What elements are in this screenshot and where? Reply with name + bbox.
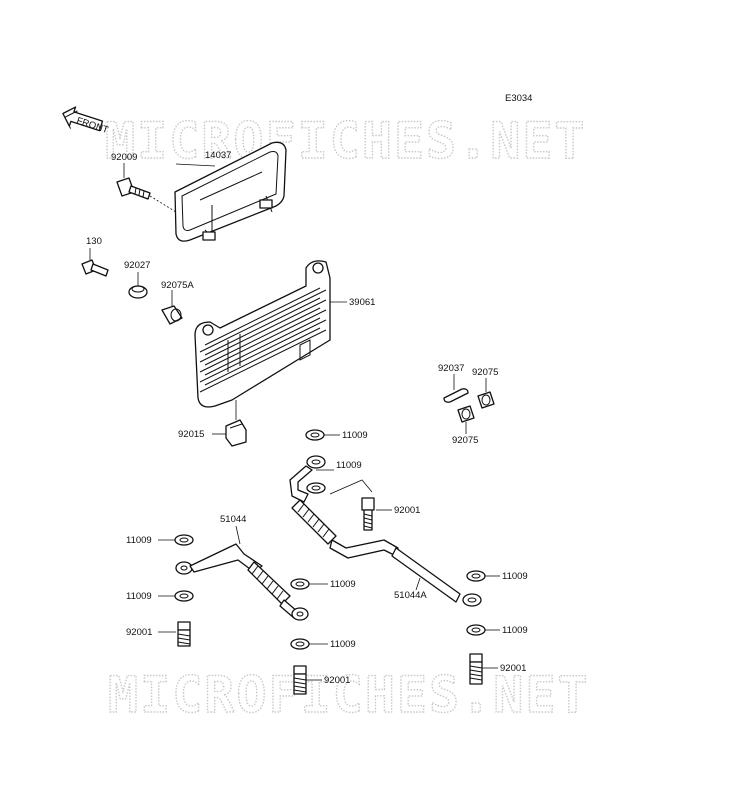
label-hose-right: 51044A	[394, 590, 427, 601]
label-cover: 14037	[205, 150, 231, 161]
label-grommet-right: 92075	[472, 367, 498, 378]
label-bolt-top: 92009	[111, 152, 137, 163]
washer-2	[306, 482, 326, 494]
bolt-92001-right	[469, 653, 483, 685]
label-bolt-r1: 92001	[394, 505, 420, 516]
label-grommet-lower: 92075	[452, 435, 478, 446]
watermark-top: MICROFICHES.NET	[105, 112, 587, 170]
washer-5	[290, 578, 310, 590]
label-bolt-r2: 92001	[500, 663, 526, 674]
grommet-92075-right	[477, 391, 495, 409]
oil-cooler-part	[194, 260, 331, 408]
leader-hose-left	[235, 525, 241, 545]
label-bolt-c: 92001	[324, 675, 350, 686]
label-washer-2: 11009	[336, 460, 362, 471]
label-bolt-l: 92001	[126, 627, 152, 638]
label-collar: 92027	[124, 260, 150, 271]
washer-3	[174, 534, 194, 546]
label-washer-1: 11009	[342, 430, 368, 441]
label-hose-left: 51044	[220, 514, 246, 525]
front-arrow-icon	[62, 106, 104, 132]
diagram-code: E3034	[505, 93, 532, 104]
bolt-92001-center	[293, 665, 307, 695]
label-grommet-a: 92075A	[161, 280, 194, 291]
washer-7	[466, 570, 486, 582]
label-washer-5: 11009	[330, 579, 356, 590]
bolt-92001-left	[177, 621, 191, 647]
leader-bolt-r1-group	[329, 479, 373, 495]
bolt-130	[81, 259, 109, 277]
label-washer-3: 11009	[126, 535, 152, 546]
washer-8	[466, 624, 486, 636]
collar-part	[128, 285, 148, 299]
grommet-92075a	[161, 305, 183, 325]
label-oil-cooler: 39061	[349, 297, 375, 308]
label-washer-8: 11009	[502, 625, 528, 636]
label-clip: 92037	[438, 363, 464, 374]
clip-part	[443, 388, 469, 403]
leader-hose-right	[415, 577, 421, 591]
cover-part	[174, 141, 287, 242]
label-washer-4: 11009	[126, 591, 152, 602]
leader-bolt-top-dash	[149, 195, 177, 213]
label-clamp: 92015	[178, 429, 204, 440]
washer-6	[290, 638, 310, 650]
watermark-bottom: MICROFICHES.NET	[108, 666, 590, 724]
label-washer-6: 11009	[330, 639, 356, 650]
grommet-92075-lower	[457, 405, 475, 423]
label-washer-7: 11009	[502, 571, 528, 582]
hose-right-part	[289, 455, 482, 607]
label-bolt-small: 130	[86, 236, 102, 247]
leader-cover	[175, 163, 216, 167]
bolt-92001-upper	[361, 497, 375, 531]
washer-4	[174, 590, 194, 602]
clamp-part	[225, 419, 247, 447]
bolt-92009	[116, 177, 151, 200]
washer-1	[305, 429, 325, 441]
hose-left-part	[175, 543, 309, 621]
